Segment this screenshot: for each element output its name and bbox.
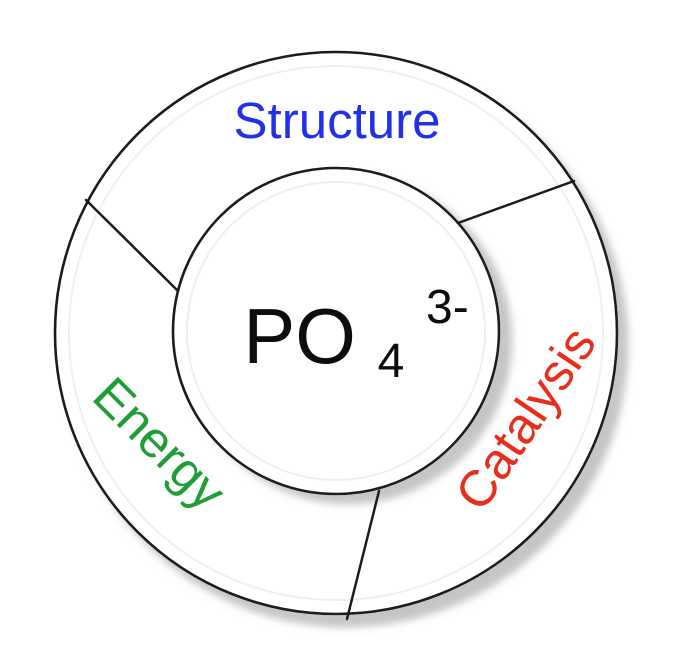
inner-circle-highlight [186,181,486,481]
center-formula: PO 4 3- [243,281,468,394]
divider-energy-catalysis [345,489,381,621]
formula-subscript: 4 [378,335,405,388]
formula-base: PO [243,292,356,380]
formula-superscript: 3- [426,281,469,334]
segment-label-structure: Structure [234,92,441,149]
divider-structure-catalysis [456,179,576,225]
inner-circle [171,166,501,496]
outer-ring-highlight [68,65,604,601]
divider-structure-energy [84,198,179,292]
